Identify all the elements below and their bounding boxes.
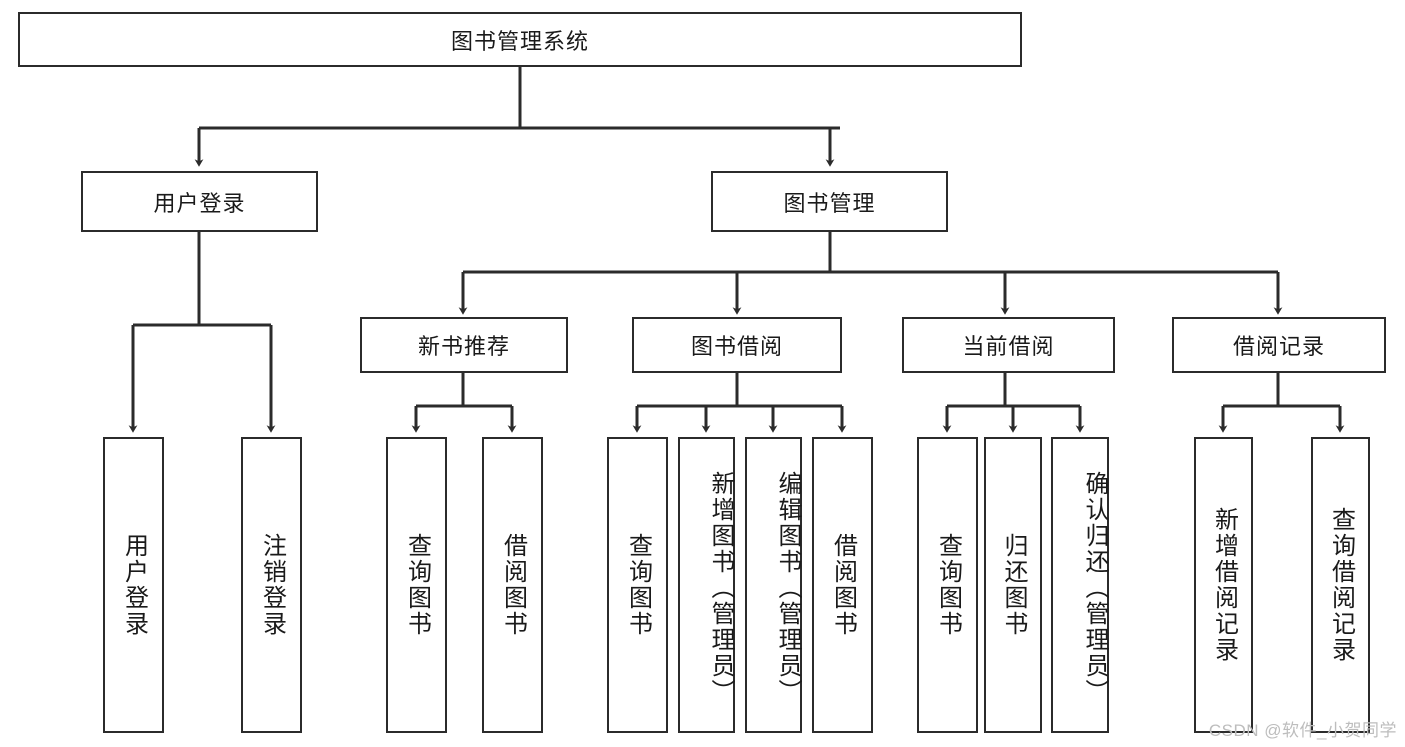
leaf-current-borrow-confirm-return-admin[interactable]: 确认归还（管理员） xyxy=(1051,437,1109,733)
node-label: 新增图书（管理员） xyxy=(707,471,734,705)
node-label: 归还图书 xyxy=(999,533,1027,637)
node-new-book-recommend[interactable]: 新书推荐 xyxy=(360,317,568,373)
node-label: 当前借阅 xyxy=(962,334,1055,359)
leaf-borrow-record-add-record[interactable]: 新增借阅记录 xyxy=(1194,437,1253,733)
leaf-book-borrow-add-book-admin[interactable]: 新增图书（管理员） xyxy=(678,437,735,733)
node-label: 用户登录 xyxy=(120,533,148,637)
node-label: 新增借阅记录 xyxy=(1210,507,1238,663)
leaf-new-book-borrow-book[interactable]: 借阅图书 xyxy=(482,437,543,733)
leaf-new-book-query-book[interactable]: 查询图书 xyxy=(386,437,447,733)
node-borrow-record[interactable]: 借阅记录 xyxy=(1172,317,1386,373)
leaf-book-borrow-edit-book-admin[interactable]: 编辑图书（管理员） xyxy=(745,437,802,733)
node-label: 借阅图书 xyxy=(829,533,857,637)
node-label: 查询图书 xyxy=(624,533,652,637)
node-label: 编辑图书（管理员） xyxy=(774,471,801,705)
leaf-user-login-logout[interactable]: 注销登录 xyxy=(241,437,302,733)
node-label: 确认归还（管理员） xyxy=(1081,471,1108,705)
node-label: 新书推荐 xyxy=(417,334,510,359)
leaf-user-login-login[interactable]: 用户登录 xyxy=(103,437,164,733)
leaf-current-borrow-return-book[interactable]: 归还图书 xyxy=(984,437,1042,733)
node-label: 注销登录 xyxy=(258,533,286,637)
node-label: 查询图书 xyxy=(403,533,431,637)
leaf-book-borrow-borrow-book[interactable]: 借阅图书 xyxy=(812,437,873,733)
node-label: 图书管理 xyxy=(783,190,876,216)
node-label: 借阅记录 xyxy=(1232,334,1325,359)
node-current-borrow[interactable]: 当前借阅 xyxy=(902,317,1115,373)
node-label: 查询借阅记录 xyxy=(1327,507,1355,663)
node-label: 借阅图书 xyxy=(499,533,527,637)
node-label: 图书借阅 xyxy=(690,334,783,359)
node-user-login[interactable]: 用户登录 xyxy=(81,171,318,232)
leaf-book-borrow-query-book[interactable]: 查询图书 xyxy=(607,437,668,733)
node-label: 查询图书 xyxy=(934,533,962,637)
watermark-text: CSDN @软件_小贺同学 xyxy=(1208,721,1397,740)
node-book-management[interactable]: 图书管理 xyxy=(711,171,948,232)
node-label: 用户登录 xyxy=(153,190,246,216)
node-label: 图书管理系统 xyxy=(450,28,589,54)
leaf-borrow-record-query-record[interactable]: 查询借阅记录 xyxy=(1311,437,1370,733)
leaf-current-borrow-query-book[interactable]: 查询图书 xyxy=(917,437,978,733)
node-book-borrow[interactable]: 图书借阅 xyxy=(632,317,842,373)
node-root-book-management-system[interactable]: 图书管理系统 xyxy=(18,12,1022,67)
